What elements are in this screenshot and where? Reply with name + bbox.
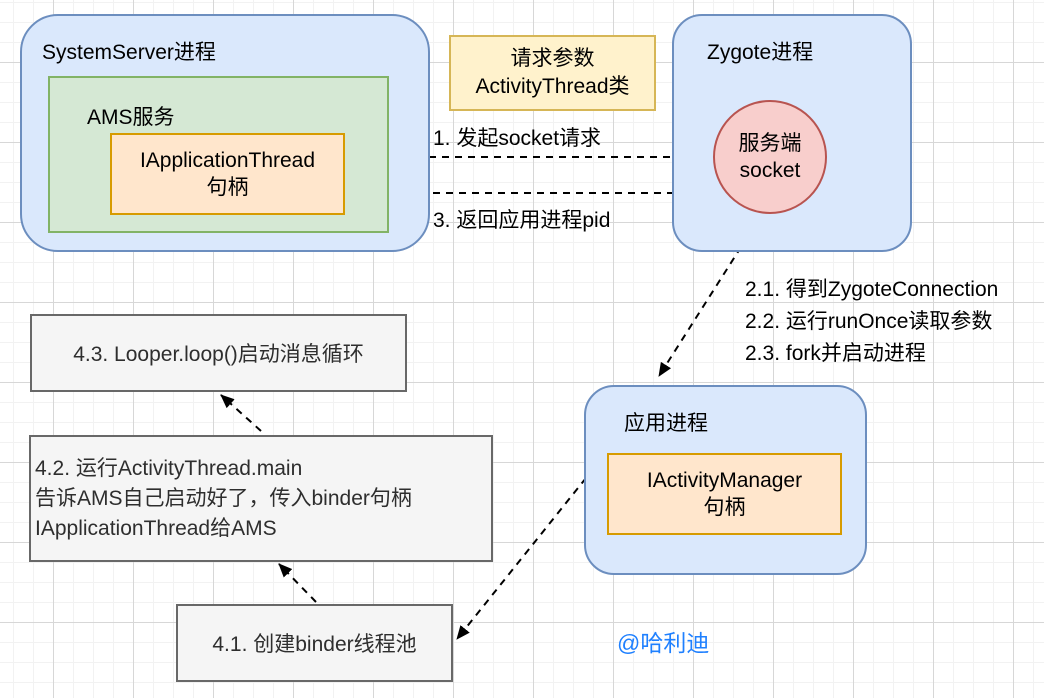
socket-request-label: 1. 发起socket请求 (433, 127, 602, 150)
iactivitymanager-line1: IActivityManager (646, 469, 803, 492)
ams-title: AMS服务 (87, 106, 175, 129)
app-process-node: 应用进程 IActivityManager 句柄 (584, 385, 867, 575)
iapplicationthread-handle-node: IApplicationThread 句柄 (110, 133, 345, 215)
step-41-text: 4.1. 创建binder线程池 (212, 633, 417, 656)
server-socket-line1: 服务端 (738, 132, 802, 155)
iapplicationthread-line2: 句柄 (206, 176, 249, 199)
server-socket-line2: socket (739, 159, 801, 182)
zygote-step-2: 2.2. 运行runOnce读取参数 (745, 310, 993, 333)
systemserver-title: SystemServer进程 (42, 41, 216, 64)
app-process-title: 应用进程 (624, 412, 708, 435)
iactivitymanager-handle-node: IActivityManager 句柄 (607, 453, 842, 535)
step-42-line2: 告诉AMS自己启动好了，传入binder句柄 (35, 486, 412, 510)
zygote-steps-text: 2.1. 得到ZygoteConnection 2.2. 运行runOnce读取… (745, 274, 998, 370)
zygote-step-3: 2.3. fork并启动进程 (745, 342, 926, 365)
step-43-text: 4.3. Looper.loop()启动消息循环 (73, 343, 364, 366)
author-watermark: @哈利迪 (617, 630, 710, 656)
systemserver-process-node: SystemServer进程 AMS服务 IApplicationThread … (20, 14, 430, 252)
server-socket-node: 服务端 socket (713, 100, 827, 214)
edge-step42-to-step43-arrow (220, 394, 262, 432)
iapplicationthread-line1: IApplicationThread (139, 149, 316, 172)
ams-service-node: AMS服务 IApplicationThread 句柄 (48, 76, 389, 233)
iactivitymanager-line2: 句柄 (703, 496, 746, 519)
zygote-title: Zygote进程 (707, 41, 814, 64)
request-params-note: 请求参数 ActivityThread类 (449, 35, 656, 111)
step-42-line3: IApplicationThread给AMS (35, 516, 277, 540)
request-params-line2: ActivityThread类 (475, 75, 630, 98)
edge-step41-to-step42-arrow (278, 563, 317, 603)
return-pid-label: 3. 返回应用进程pid (433, 209, 611, 232)
step-41-node: 4.1. 创建binder线程池 (176, 604, 453, 682)
request-params-line1: 请求参数 (510, 47, 595, 70)
step-42-node: 4.2. 运行ActivityThread.main 告诉AMS自己启动好了，传… (29, 435, 493, 562)
step-42-line1: 4.2. 运行ActivityThread.main (35, 456, 303, 480)
step-43-node: 4.3. Looper.loop()启动消息循环 (30, 314, 407, 392)
zygote-step-1: 2.1. 得到ZygoteConnection (745, 278, 999, 301)
